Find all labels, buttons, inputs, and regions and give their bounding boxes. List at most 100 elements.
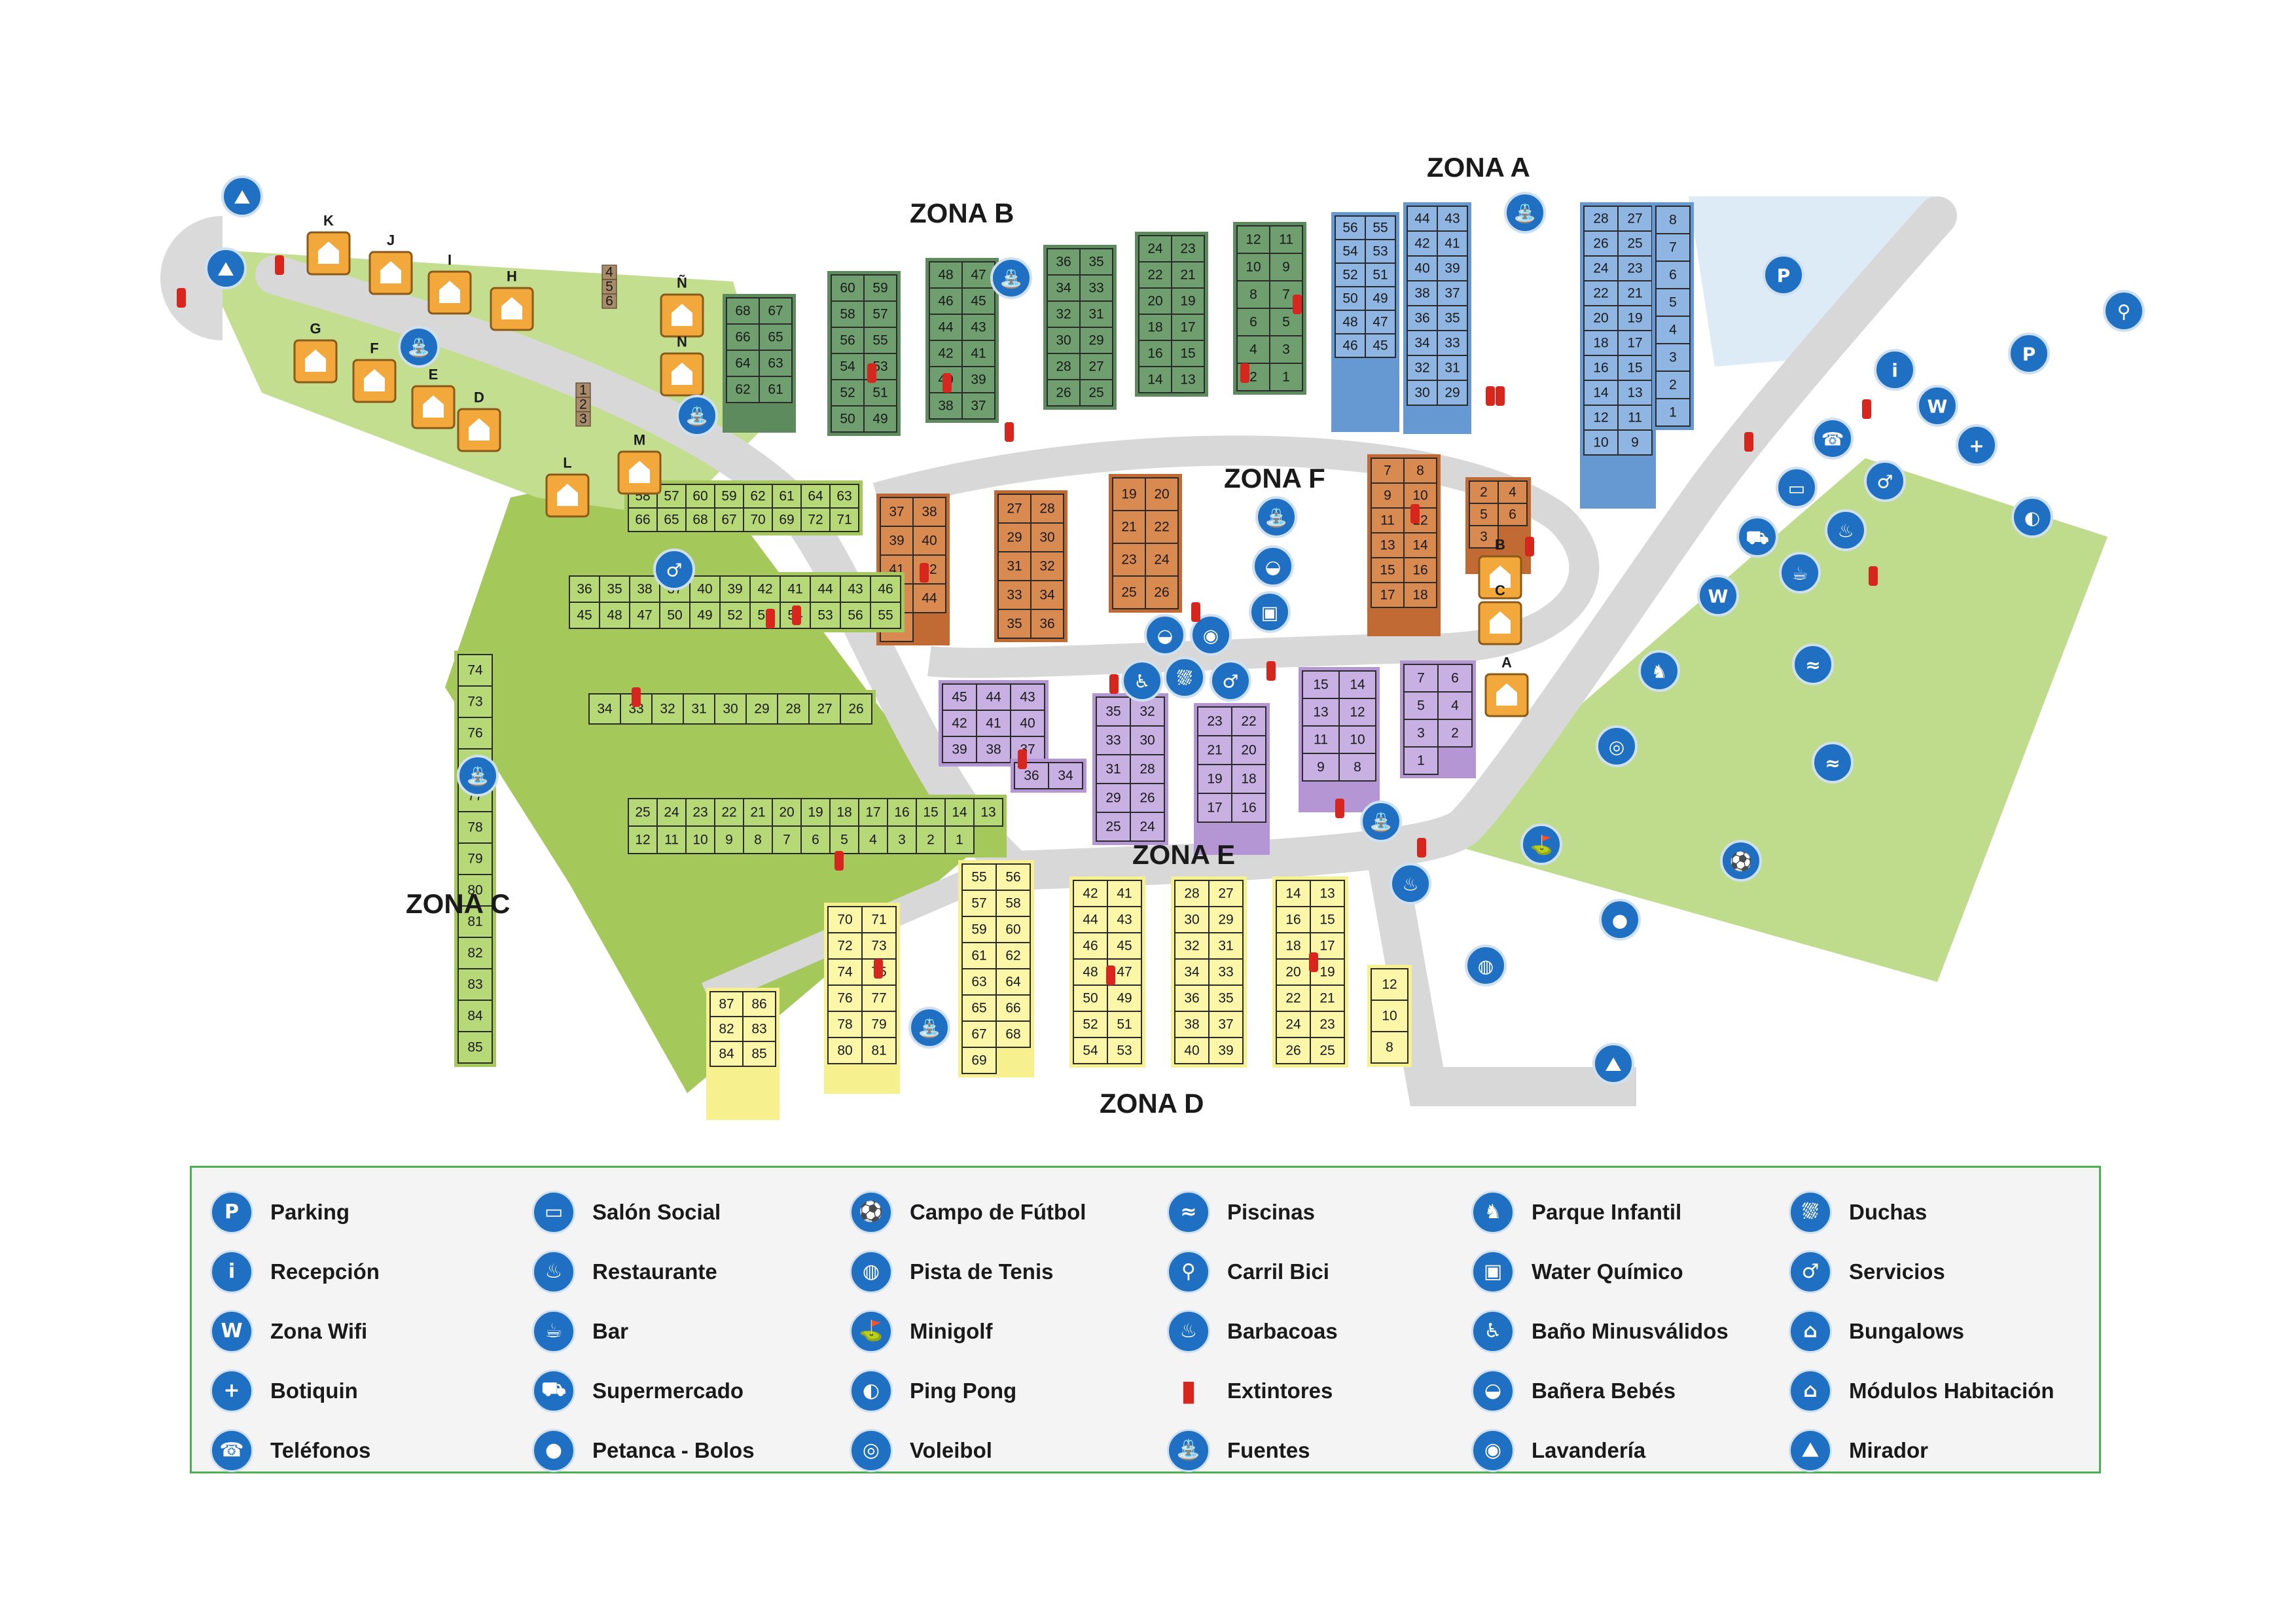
plot-f-2[interactable] [1469, 480, 1499, 504]
plot-f-5[interactable] [1469, 503, 1499, 526]
viewpoint-icon[interactable]: ⛰ [205, 247, 247, 289]
plot-d-57[interactable] [961, 890, 997, 917]
plot-b-50[interactable] [831, 405, 865, 433]
plot-a-51[interactable] [1365, 262, 1396, 287]
plot-c-1[interactable] [944, 825, 975, 854]
plot-b-42[interactable] [929, 340, 963, 367]
minigolf-icon[interactable]: ⛳ [1520, 823, 1562, 865]
plot-f-22[interactable] [1145, 510, 1179, 544]
plot-a-4[interactable] [1655, 316, 1691, 344]
plot-a-56[interactable] [1335, 215, 1366, 240]
plot-a-26[interactable] [1583, 230, 1619, 257]
plot-e-7[interactable] [1403, 664, 1439, 693]
plot-c-13[interactable] [973, 798, 1003, 827]
plot-d-49[interactable] [1107, 984, 1142, 1012]
plot-c-30[interactable] [714, 693, 747, 725]
plot-e-45[interactable] [942, 683, 977, 711]
bungalow-b[interactable]: B [1478, 537, 1522, 600]
plot-d-37[interactable] [1208, 1011, 1244, 1038]
plot-e-19[interactable] [1197, 764, 1232, 794]
plot-f-36[interactable] [1030, 609, 1064, 639]
plot-b-21[interactable] [1171, 261, 1205, 289]
plot-c-34[interactable] [588, 693, 621, 725]
plot-c-9[interactable] [714, 825, 744, 854]
chemical-wc-icon[interactable]: ▣ [1249, 591, 1291, 633]
plot-f-28[interactable] [1030, 494, 1064, 524]
plot-b-63[interactable] [759, 350, 793, 377]
plot-f-6[interactable] [1498, 503, 1528, 526]
plot-d-27[interactable] [1208, 880, 1244, 907]
plot-a-35[interactable] [1437, 305, 1468, 331]
plot-a-28[interactable] [1583, 206, 1619, 232]
plot-b-15[interactable] [1171, 340, 1205, 367]
plot-a-29[interactable] [1437, 380, 1468, 406]
pool-icon[interactable]: ≈ [1792, 643, 1834, 685]
plot-e-10[interactable] [1338, 725, 1376, 754]
plot-c-47[interactable] [629, 602, 660, 629]
plot-c-56[interactable] [840, 602, 871, 629]
plot-d-82[interactable] [709, 1016, 744, 1042]
bungalow-k[interactable]: K [306, 213, 351, 276]
plot-a-3[interactable] [1655, 343, 1691, 372]
plot-e-39[interactable] [942, 736, 977, 763]
plot-d-43[interactable] [1107, 906, 1142, 933]
plot-e-18[interactable] [1231, 764, 1266, 794]
plot-c-69[interactable] [772, 507, 802, 532]
phone-icon[interactable]: ☎ [1812, 418, 1854, 460]
plot-d-81[interactable] [861, 1037, 897, 1064]
baby-bath-icon[interactable]: ◒ [1144, 614, 1186, 656]
plot-f-18[interactable] [1403, 582, 1437, 608]
plot-c-8[interactable] [743, 825, 773, 854]
plot-a-39[interactable] [1437, 255, 1468, 281]
plot-f-33[interactable] [997, 580, 1031, 610]
plot-d-23[interactable] [1310, 1011, 1345, 1038]
toilets-icon[interactable]: ♂ [1864, 460, 1906, 502]
toilets-icon[interactable]: ♂ [1210, 660, 1251, 702]
bungalow-c[interactable]: C [1478, 583, 1522, 645]
plot-c-32[interactable] [651, 693, 684, 725]
plot-f-13[interactable] [1371, 532, 1405, 558]
bike-lane-icon[interactable]: ⚲ [2103, 290, 2145, 332]
plot-a-45[interactable] [1365, 333, 1396, 358]
pool-icon[interactable]: ≈ [1812, 742, 1854, 784]
accessible-wc-icon[interactable]: ♿ [1121, 660, 1163, 702]
plot-a-10[interactable] [1583, 429, 1619, 456]
plot-a-55[interactable] [1365, 215, 1396, 240]
plot-b-68[interactable] [726, 297, 760, 325]
plot-d-25[interactable] [1310, 1037, 1345, 1064]
plot-a-38[interactable] [1407, 280, 1438, 306]
plot-c-62[interactable] [743, 484, 773, 509]
plot-b-25[interactable] [1079, 379, 1113, 406]
plot-a-32[interactable] [1407, 355, 1438, 381]
plot-a-40[interactable] [1407, 255, 1438, 281]
plot-c-4[interactable] [858, 825, 888, 854]
plot-d-85[interactable] [742, 1041, 776, 1067]
plot-b-51[interactable] [863, 379, 897, 406]
plot-c-7[interactable] [772, 825, 802, 854]
reception-icon[interactable]: i [1874, 349, 1916, 391]
plot-c-49[interactable] [689, 602, 721, 629]
plot-a-34[interactable] [1407, 330, 1438, 356]
volleyball-icon[interactable]: ◎ [1596, 725, 1638, 767]
bungalow-ñ[interactable]: Ñ [660, 275, 704, 338]
plot-b-66[interactable] [726, 323, 760, 351]
plot-c-71[interactable] [829, 507, 859, 532]
plot-c-11[interactable] [656, 825, 687, 854]
plot-c-19[interactable] [800, 798, 831, 827]
plot-f-39[interactable] [880, 526, 914, 556]
fountain-icon[interactable]: ⛲ [1255, 496, 1297, 538]
plot-e-40[interactable] [1010, 710, 1045, 737]
plot-b-49[interactable] [863, 405, 897, 433]
plot-a-5[interactable] [1655, 288, 1691, 317]
plot-f-34[interactable] [1030, 580, 1064, 610]
plot-e-8[interactable] [1338, 753, 1376, 782]
plot-d-8[interactable] [1371, 1031, 1408, 1064]
plot-e-17[interactable] [1197, 793, 1232, 823]
plot-d-74[interactable] [827, 958, 863, 986]
plot-b-52[interactable] [831, 379, 865, 406]
plot-e-29[interactable] [1096, 783, 1131, 813]
plot-e-34[interactable] [1048, 762, 1083, 789]
plot-a-17[interactable] [1617, 330, 1653, 356]
plot-b-13[interactable] [1171, 366, 1205, 393]
plot-d-61[interactable] [961, 942, 997, 969]
